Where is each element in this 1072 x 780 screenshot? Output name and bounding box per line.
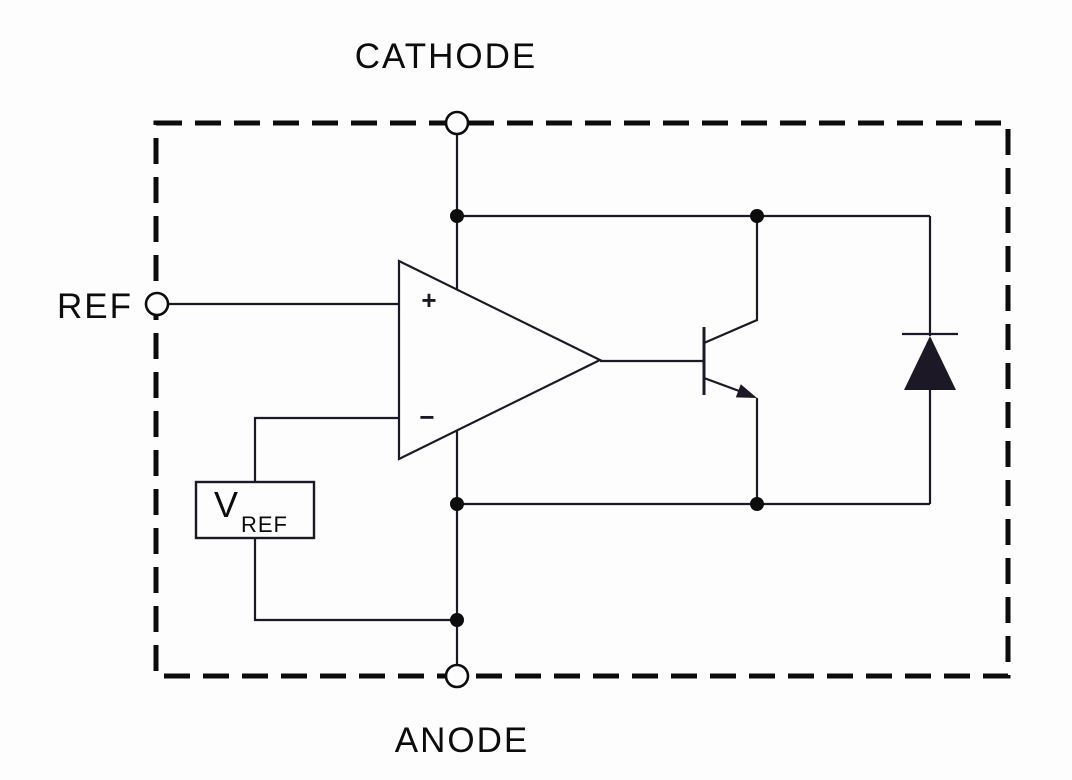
- transistor-emitter-arrow: [735, 384, 757, 398]
- vref-box: [194, 480, 316, 540]
- ref-label: REF: [57, 287, 133, 326]
- device-boundary-box: [153, 120, 1011, 679]
- vref-subscript: REF: [241, 512, 288, 537]
- opamp: + −: [397, 259, 603, 461]
- junction-dot: [750, 209, 764, 223]
- transistor-collector: [703, 216, 759, 345]
- opamp-plus-sign: +: [421, 285, 436, 315]
- diode-arrow: [904, 336, 956, 390]
- opamp-minus-sign: −: [419, 402, 434, 432]
- ref-terminal: [144, 291, 170, 317]
- vref-block: V REF: [194, 480, 316, 540]
- cathode-terminal: [444, 110, 470, 136]
- junction-dot: [450, 613, 464, 627]
- junction-dot: [750, 497, 764, 511]
- junction-dot: [450, 497, 464, 511]
- anode-terminal: [444, 663, 470, 689]
- junction-dot: [450, 209, 464, 223]
- wire-inverting-input-to-vref: [253, 416, 399, 482]
- diode: [902, 216, 958, 504]
- opamp-triangle: [397, 259, 603, 461]
- wire-vref-to-anode: [253, 538, 457, 622]
- vref-symbol: V: [214, 484, 238, 525]
- cathode-label: CATHODE: [355, 37, 538, 76]
- npn-transistor: [600, 216, 759, 504]
- anode-label: ANODE: [395, 721, 529, 760]
